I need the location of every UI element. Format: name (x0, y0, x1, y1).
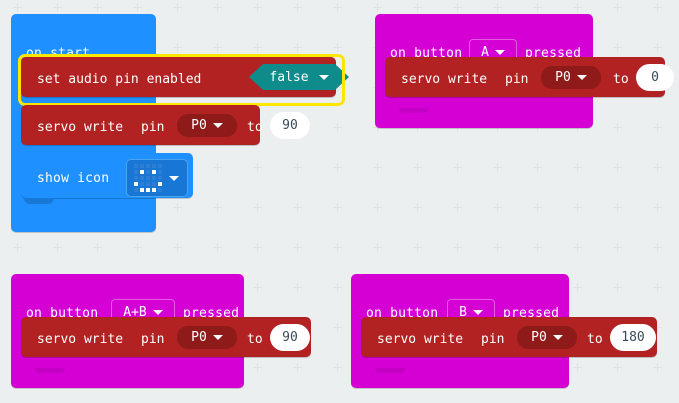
on-button-label: on button (390, 46, 463, 61)
socket-notch-bottom (24, 198, 54, 204)
led-pixel (146, 176, 150, 180)
led-pixel (158, 170, 162, 174)
notch (374, 317, 404, 322)
led-pixel (140, 188, 144, 192)
pressed-label: pressed (503, 306, 560, 321)
led-pixel (158, 182, 162, 186)
led-pixel (152, 188, 156, 192)
servo-write-block-start[interactable]: servo write pin P0 to 90 (21, 105, 310, 145)
led-pixel (140, 182, 144, 186)
notch (398, 57, 428, 62)
chevron-down-icon[interactable] (472, 309, 483, 315)
servo-write-label: servo write (37, 120, 124, 135)
led-pixel (158, 176, 162, 180)
notch (34, 317, 64, 322)
pin-label: pin (505, 72, 529, 87)
servo-write-label: servo write (377, 332, 464, 347)
led-pixel (140, 176, 144, 180)
chevron-down-icon[interactable] (576, 75, 587, 80)
pin-value-label: P0 (191, 330, 207, 345)
pin-label: pin (141, 332, 165, 347)
servo-angle-field[interactable]: 90 (270, 324, 310, 351)
chevron-down-icon[interactable] (169, 175, 179, 181)
on-button-label: on button (366, 306, 439, 321)
notch (34, 57, 64, 62)
pressed-label: pressed (183, 306, 240, 321)
led-pixel (146, 188, 150, 192)
socket-notch-bottom (35, 368, 65, 373)
set-audio-pin-enabled-label: set audio pin enabled (37, 72, 202, 87)
to-label: to (613, 72, 629, 87)
led-pixel (146, 170, 150, 174)
to-label: to (247, 332, 263, 347)
led-pixel (152, 182, 156, 186)
pin-dropdown[interactable]: P0 (541, 66, 601, 89)
boolean-value-label: false (269, 69, 309, 85)
led-pixel (158, 188, 162, 192)
chevron-down-icon[interactable] (152, 309, 163, 315)
show-icon-label: show icon (37, 171, 110, 186)
chevron-down-icon[interactable] (212, 123, 223, 128)
led-pixel (152, 170, 156, 174)
pin-dropdown[interactable]: P0 (177, 114, 237, 137)
pin-dropdown[interactable]: P0 (517, 326, 577, 349)
to-label: to (587, 332, 603, 347)
led-pixel (134, 170, 138, 174)
chevron-down-icon[interactable] (318, 74, 329, 80)
led-pixel (134, 182, 138, 186)
led-icon-field[interactable] (126, 159, 188, 197)
servo-write-label: servo write (401, 72, 488, 87)
pressed-label: pressed (525, 46, 582, 61)
boolean-false-field[interactable]: false (249, 64, 349, 90)
led-pixel (140, 164, 144, 168)
servo-write-block-ab[interactable]: servo write pin P0 to 90 (21, 317, 311, 357)
led-pixel (134, 164, 138, 168)
pin-dropdown[interactable]: P0 (177, 326, 237, 349)
button-value-label: B (459, 304, 467, 320)
led-pixel (146, 164, 150, 168)
hex-shape (249, 64, 349, 90)
show-icon-block[interactable]: show icon (21, 153, 193, 198)
servo-angle-field[interactable]: 90 (270, 112, 310, 139)
chevron-down-icon[interactable] (212, 335, 223, 340)
servo-angle-field[interactable]: 180 (610, 324, 656, 351)
led-pixel (134, 176, 138, 180)
notch (34, 153, 64, 158)
led-pixel (158, 164, 162, 168)
pin-label: pin (141, 120, 165, 135)
button-value-label: A (481, 44, 489, 60)
button-value-label: A+B (123, 304, 147, 320)
set-audio-pin-enabled-block[interactable]: set audio pin enabled false (21, 57, 336, 97)
led-pixel (152, 164, 156, 168)
led-pixel (140, 170, 144, 174)
on-button-label: on button (26, 306, 99, 321)
chevron-down-icon[interactable] (494, 49, 505, 55)
servo-angle-field[interactable]: 0 (636, 64, 674, 91)
servo-write-block-a[interactable]: servo write pin P0 to 0 (385, 57, 674, 97)
servo-write-label: servo write (37, 332, 124, 347)
pin-value-label: P0 (555, 70, 571, 85)
servo-write-block-b[interactable]: servo write pin P0 to 180 (361, 317, 657, 357)
notch (34, 105, 64, 110)
socket-notch-bottom (375, 368, 405, 373)
chevron-down-icon[interactable] (552, 335, 563, 340)
pin-label: pin (481, 332, 505, 347)
pin-value-label: P0 (531, 330, 547, 345)
led-pixel (134, 188, 138, 192)
pin-value-label: P0 (191, 118, 207, 133)
happy-face-icon (134, 164, 162, 192)
to-label: to (247, 120, 263, 135)
led-pixel (152, 176, 156, 180)
socket-notch-bottom (399, 108, 429, 113)
led-pixel (146, 182, 150, 186)
